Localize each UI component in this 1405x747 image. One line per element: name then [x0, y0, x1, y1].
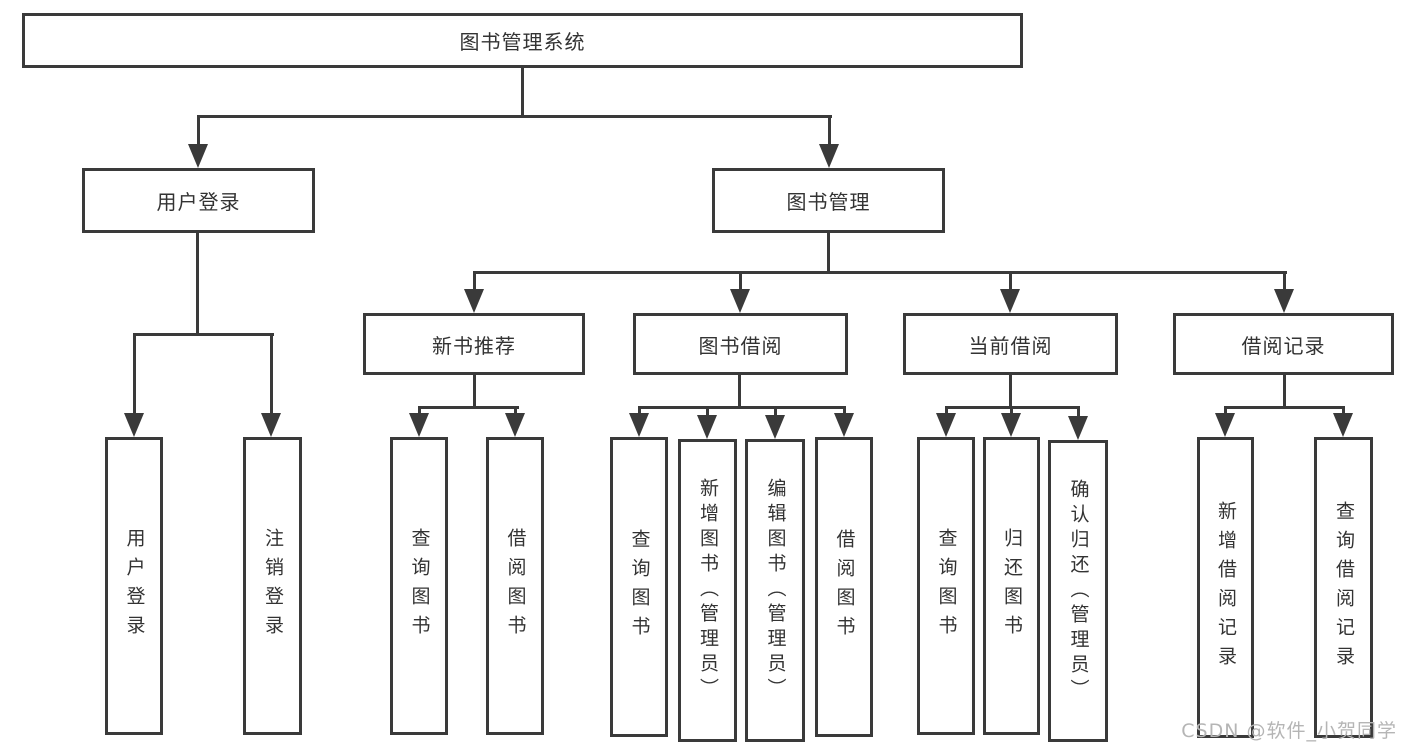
node-library-management-system: 图书管理系统 — [22, 13, 1023, 68]
leaf-logout: 注销登录 — [243, 437, 302, 735]
node-label: 图书管理系统 — [459, 30, 586, 54]
leaf-edit-book-admin: 编辑图书（管理员） — [745, 439, 805, 742]
leaf-return-book: 归还图书 — [983, 437, 1040, 735]
node-label: 查询图书 — [935, 528, 958, 644]
node-label: 新书推荐 — [432, 333, 516, 358]
node-new-book-recommend: 新书推荐 — [363, 313, 585, 375]
arrow-stem — [1283, 272, 1286, 291]
arrow-stem — [706, 407, 709, 417]
leaf-add-book-admin: 新增图书（管理员） — [678, 439, 737, 742]
arrow-stem — [828, 116, 831, 146]
node-label: 新增图书（管理员） — [697, 478, 719, 703]
node-label: 新增借阅记录 — [1215, 500, 1237, 675]
leaf-borrow-books-2: 借阅图书 — [815, 437, 873, 737]
arrow-stem — [1224, 407, 1227, 415]
leaf-add-borrow-record: 新增借阅记录 — [1197, 437, 1254, 738]
node-label: 编辑图书（管理员） — [764, 478, 787, 703]
leaf-query-books-3: 查询图书 — [917, 437, 975, 735]
node-label: 图书管理 — [786, 190, 871, 214]
node-label: 当前借阅 — [968, 333, 1053, 358]
arrow-down-icon — [834, 413, 854, 437]
arrow-stem — [514, 407, 517, 415]
arrow-down-icon — [765, 415, 785, 439]
arrow-down-icon — [505, 413, 525, 437]
arrow-down-icon — [464, 289, 484, 313]
node-label: 借阅图书 — [504, 528, 527, 644]
connector-line — [521, 68, 524, 118]
node-label: 注销登录 — [262, 528, 284, 644]
connector-line — [1283, 375, 1286, 409]
node-current-borrowing: 当前借阅 — [903, 313, 1118, 375]
arrow-stem — [1077, 407, 1080, 418]
node-label: 确认归还（管理员） — [1067, 478, 1090, 704]
arrow-stem — [843, 407, 846, 415]
connector-line — [827, 233, 830, 273]
leaf-query-books-2: 查询图书 — [610, 437, 668, 737]
node-label: 图书借阅 — [698, 333, 783, 358]
arrow-stem — [945, 407, 948, 415]
node-label: 归还图书 — [1001, 528, 1023, 644]
arrow-down-icon — [1333, 413, 1353, 437]
node-borrowing-records: 借阅记录 — [1173, 313, 1394, 375]
node-book-borrowing: 图书借阅 — [633, 313, 848, 375]
connector-line — [418, 406, 519, 409]
watermark: CSDN @软件_小贺同学 — [1181, 720, 1397, 742]
arrow-down-icon — [124, 413, 144, 437]
connector-line — [196, 233, 199, 335]
arrow-down-icon — [819, 144, 839, 168]
node-label: 查询图书 — [408, 528, 431, 644]
arrow-down-icon — [1215, 413, 1235, 437]
arrow-down-icon — [697, 415, 717, 439]
arrow-stem — [133, 334, 136, 415]
arrow-down-icon — [1068, 416, 1088, 440]
node-label: 用户登录 — [156, 190, 241, 214]
connector-line — [1009, 375, 1012, 409]
arrow-down-icon — [936, 413, 956, 437]
arrow-down-icon — [1274, 289, 1294, 313]
leaf-query-books-1: 查询图书 — [390, 437, 448, 735]
connector-line — [197, 115, 832, 118]
leaf-user-login: 用户登录 — [105, 437, 163, 735]
arrow-down-icon — [409, 413, 429, 437]
arrow-stem — [1009, 272, 1012, 291]
arrow-down-icon — [1001, 413, 1021, 437]
arrow-stem — [473, 272, 476, 291]
connector-line — [133, 333, 274, 336]
arrow-stem — [638, 407, 641, 415]
leaf-query-borrow-record: 查询借阅记录 — [1314, 437, 1373, 738]
connector-line — [473, 375, 476, 409]
arrow-down-icon — [730, 289, 750, 313]
arrow-down-icon — [629, 413, 649, 437]
arrow-down-icon — [1000, 289, 1020, 313]
arrow-stem — [197, 116, 200, 146]
arrow-down-icon — [261, 413, 281, 437]
connector-line — [738, 375, 741, 409]
arrow-stem — [739, 272, 742, 291]
node-label: 用户登录 — [123, 528, 146, 644]
arrow-stem — [1010, 407, 1013, 415]
node-label: 借阅图书 — [833, 529, 856, 645]
arrow-stem — [270, 334, 273, 415]
connector-line — [1224, 406, 1345, 409]
node-label: 借阅记录 — [1241, 333, 1326, 358]
connector-line — [638, 406, 846, 409]
node-book-management: 图书管理 — [712, 168, 945, 233]
arrow-stem — [1342, 407, 1345, 415]
arrow-stem — [774, 407, 777, 417]
connector-line — [473, 271, 1287, 274]
arrow-down-icon — [188, 144, 208, 168]
arrow-stem — [418, 407, 421, 415]
leaf-borrow-books-1: 借阅图书 — [486, 437, 544, 735]
node-label: 查询图书 — [628, 529, 651, 645]
node-user-login: 用户登录 — [82, 168, 315, 233]
node-label: 查询借阅记录 — [1333, 500, 1355, 675]
leaf-confirm-return-admin: 确认归还（管理员） — [1048, 440, 1108, 742]
